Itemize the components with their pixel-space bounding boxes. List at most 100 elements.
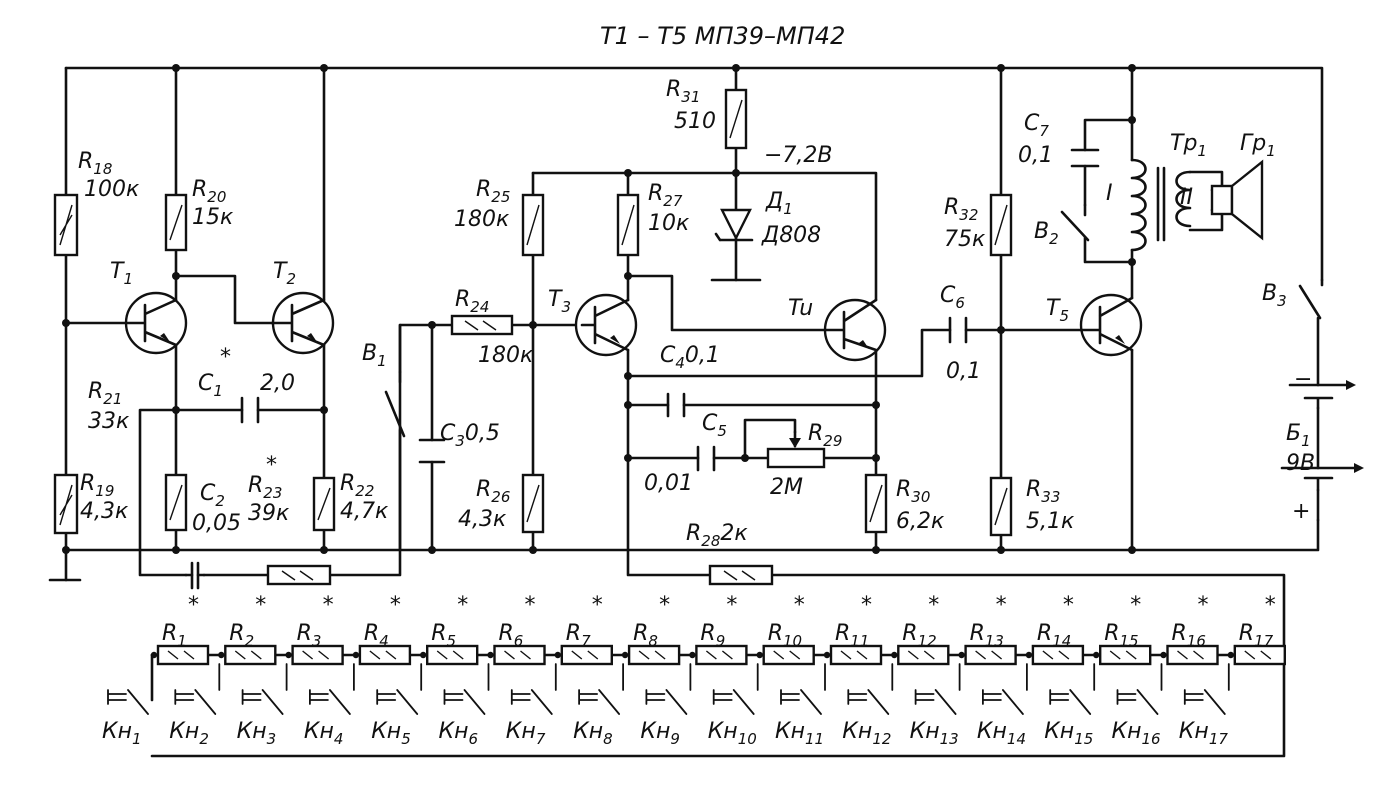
label-r29: R29: [808, 421, 842, 450]
key-resistor-label-2: R2: [229, 621, 254, 650]
key-resistor-11: R11*: [823, 593, 883, 666]
label-t1: T1: [110, 259, 133, 288]
key-label-16: Кн16: [1112, 719, 1161, 748]
key-label-6: Кн6: [439, 719, 479, 748]
capacitor-c4: [666, 392, 686, 418]
key-resistor-label-15: R15: [1104, 621, 1138, 650]
key-resistor-12: R12*: [891, 593, 950, 666]
key-label-13: Кн13: [910, 719, 959, 748]
key-resistor-star-16: *: [1198, 593, 1209, 618]
key-resistor-8: R8*: [621, 593, 681, 666]
label-c4: C40,1: [660, 343, 720, 372]
label-gr1: Гр1: [1240, 131, 1276, 160]
key-resistor-label-7: R7: [566, 621, 591, 650]
switch-b2: [1060, 203, 1090, 242]
key-button-5: Кн5: [371, 663, 423, 748]
key-resistor-label-12: R12: [902, 621, 936, 650]
key-resistor-star-4: *: [390, 593, 401, 618]
key-label-7: Кн7: [506, 719, 546, 748]
resistor-r27: [616, 193, 640, 257]
key-resistor-13: R13 *: [958, 593, 1017, 666]
key-resistor-star-7: *: [592, 593, 603, 618]
key-button-3: Кн3: [237, 663, 288, 748]
key-label-3: Кн3: [237, 719, 277, 748]
label-r28: R282к: [686, 521, 748, 550]
key-resistor-star-8: *: [659, 593, 670, 618]
label-t3: T3: [548, 287, 571, 316]
label-t2: T2: [273, 259, 296, 288]
key-resistor-label-9: R9: [700, 621, 725, 650]
key-resistor-star-15: *: [1130, 593, 1141, 618]
battery-minus: −: [1294, 367, 1312, 392]
resistor-r33: [989, 476, 1013, 537]
key-button-16: Кн16: [1112, 663, 1163, 748]
label-tr1: Тр1: [1170, 131, 1207, 160]
label-r24: R24: [455, 287, 489, 316]
key-button-6: Кн6: [439, 663, 490, 748]
battery-plus: +: [1292, 499, 1310, 524]
key-resistor-4: R4*: [352, 593, 412, 666]
key-button-15: Кн15: [1044, 663, 1096, 748]
key-label-5: Кн5: [371, 719, 411, 748]
label-b1: B1: [362, 341, 387, 370]
key-label-15: Кн15: [1044, 719, 1093, 748]
resistor-r19: [53, 473, 79, 535]
key-button-14: Кн14: [977, 663, 1028, 748]
key-resistor-star-3: *: [323, 593, 334, 618]
key-button-9: Кн9: [640, 663, 692, 748]
value-c1: 2,0: [260, 371, 295, 396]
value-r29: 2М: [770, 475, 803, 500]
key-resistor-star-14: *: [1063, 593, 1074, 618]
value-c5: 0,01: [644, 471, 693, 496]
key-label-2: Кн2: [169, 719, 209, 748]
key-resistor-star-9: *: [726, 593, 737, 618]
key-button-13: Кн13: [910, 663, 961, 748]
label-t4: Tu: [788, 296, 813, 321]
resistor-r20: [164, 193, 188, 252]
label-c1: C1: [198, 371, 223, 400]
resistor-r23: [266, 564, 332, 586]
key-resistor-star-10: *: [794, 593, 805, 618]
capacitor-c7: [1070, 148, 1100, 168]
label-b3: B3: [1262, 281, 1287, 310]
key-button-10: Кн10: [708, 663, 759, 748]
key-button-7: Кн7: [506, 663, 557, 748]
key-resistor-label-11: R11: [835, 621, 869, 650]
label-c6: C6: [940, 283, 965, 312]
key-resistor-label-13: R13: [970, 621, 1004, 650]
key-button-2: Кн2: [169, 663, 221, 748]
key-resistor-star-13: *: [996, 593, 1007, 618]
switch-b3: [1298, 278, 1324, 320]
label-tr1-primary: I: [1106, 181, 1113, 206]
transistor-t4: [823, 298, 887, 362]
key-resistor-star-1: *: [188, 593, 199, 618]
key-resistor-label-16: R16: [1172, 621, 1206, 650]
key-resistor-label-1: R1: [162, 621, 187, 650]
label-c3: C30,5: [440, 421, 500, 450]
transistor-t2: [270, 291, 335, 355]
resistor-r22: [312, 476, 336, 532]
key-resistor-9: R9*: [689, 593, 748, 666]
key-button-11: Кн11: [775, 663, 826, 748]
label-tr1-secondary: II: [1180, 185, 1193, 210]
transformer-tr1: [1130, 158, 1224, 252]
capacitor-c1: [240, 396, 260, 424]
key-button-8: Кн8: [573, 663, 624, 748]
key-label-8: Кн8: [573, 719, 613, 748]
label-voltage: −7,2В: [764, 143, 833, 168]
key-resistor-2: R2*: [218, 593, 277, 666]
